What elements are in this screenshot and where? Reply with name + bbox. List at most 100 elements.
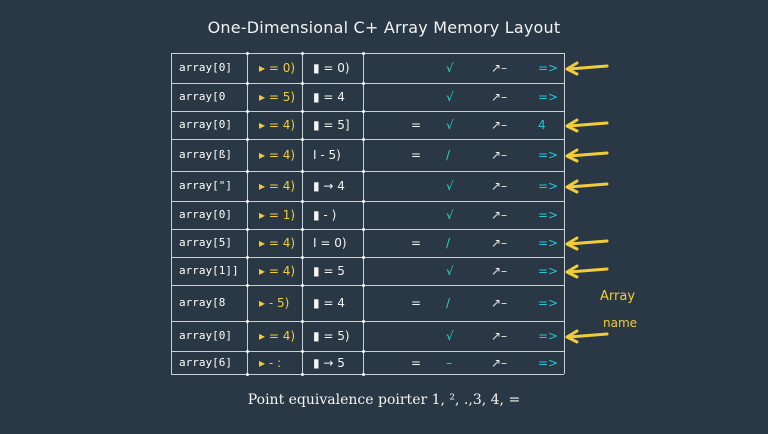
link-arrow: =>: [538, 264, 559, 278]
equals-sign: =: [411, 118, 422, 132]
offset-arrow: ↗–: [491, 264, 508, 278]
column-divider: [564, 53, 565, 374]
pointer-value: ▸ = 4): [259, 148, 296, 162]
grid-joint: [246, 373, 249, 376]
element-label: array[8: [179, 296, 226, 309]
pointer-value: ▸ = 0): [259, 61, 296, 75]
array-label: Array: [600, 289, 636, 304]
link-arrow: =>: [538, 148, 559, 162]
check-mark: √: [446, 329, 454, 343]
offset-arrow: ↗–: [491, 61, 508, 75]
element-label: array[0]: [179, 208, 232, 221]
link-arrow: =>: [538, 208, 559, 222]
pointer-arrow: [565, 61, 609, 76]
grid-joint: [246, 256, 249, 259]
grid-joint: [246, 228, 249, 231]
grid-joint: [362, 52, 365, 55]
offset-arrow: ↗–: [491, 356, 508, 370]
row-divider: [171, 351, 564, 352]
link-arrow: =>: [538, 296, 559, 310]
grid-joint: [301, 200, 304, 203]
grid-joint: [246, 200, 249, 203]
pointer-value: ▸ - :: [259, 356, 282, 370]
grid-joint: [301, 350, 304, 353]
grid-joint: [362, 200, 365, 203]
offset-arrow: ↗–: [491, 148, 508, 162]
element-label: array[5]: [179, 236, 232, 249]
link-arrow: =>: [538, 329, 559, 343]
row-divider: [171, 374, 564, 375]
column-divider: [302, 53, 303, 374]
check-mark: /: [446, 148, 451, 162]
memory-table: array[0]▸ = 0)▮ = 0)√↗–=>array[0▸ = 5)▮ …: [171, 52, 565, 376]
grid-joint: [246, 110, 249, 113]
element-value: I - 5): [313, 148, 341, 162]
grid-joint: [362, 373, 365, 376]
element-value: ▮ = 5]: [313, 118, 350, 132]
offset-arrow: ↗–: [491, 90, 508, 104]
element-label: array[0]: [179, 329, 232, 342]
pointer-arrow: [565, 148, 609, 163]
grid-joint: [301, 320, 304, 323]
grid-joint: [301, 170, 304, 173]
check-mark: √: [446, 90, 454, 104]
row-divider: [171, 229, 564, 230]
element-label: array[1]]: [179, 264, 239, 277]
offset-arrow: ↗–: [491, 118, 508, 132]
grid-joint: [362, 228, 365, 231]
grid-joint: [362, 256, 365, 259]
link-arrow: =>: [538, 61, 559, 75]
column-divider: [171, 53, 172, 374]
check-mark: √: [446, 264, 454, 278]
grid-joint: [362, 170, 365, 173]
check-mark: √: [446, 208, 454, 222]
grid-joint: [301, 82, 304, 85]
grid-joint: [362, 284, 365, 287]
pointer-arrow: [565, 329, 609, 344]
grid-joint: [246, 170, 249, 173]
pointer-value: ▸ = 4): [259, 236, 296, 250]
pointer-value: ▸ = 4): [259, 118, 296, 132]
grid-joint: [301, 110, 304, 113]
link-arrow: =>: [538, 356, 559, 370]
element-value: ▮ = 5: [313, 264, 345, 278]
offset-arrow: ↗–: [491, 208, 508, 222]
equals-sign: =: [411, 148, 422, 162]
grid-joint: [301, 256, 304, 259]
link-arrow: 4: [538, 118, 546, 132]
offset-arrow: ↗–: [491, 296, 508, 310]
grid-joint: [246, 52, 249, 55]
row-divider: [171, 257, 564, 258]
element-value: ▮ - ): [313, 208, 337, 222]
element-value: ▮ = 5): [313, 329, 350, 343]
grid-joint: [301, 284, 304, 287]
element-label: array["]: [179, 179, 232, 192]
grid-joint: [362, 110, 365, 113]
check-mark: /: [446, 236, 451, 250]
row-divider: [171, 321, 564, 322]
element-label: array[0]: [179, 118, 232, 131]
element-label: array[0: [179, 90, 226, 103]
grid-joint: [362, 82, 365, 85]
pointer-value: ▸ = 4): [259, 179, 296, 193]
check-mark: –: [446, 356, 452, 370]
array-label-sub: name: [603, 316, 638, 330]
column-divider: [247, 53, 248, 374]
pointer-arrow: [565, 179, 609, 194]
element-value: ▮ = 4: [313, 296, 345, 310]
equals-sign: =: [411, 356, 422, 370]
diagram-title: One-Dimensional C+ Array Memory Layout: [207, 18, 561, 37]
row-divider: [171, 171, 564, 172]
link-arrow: =>: [538, 236, 559, 250]
grid-joint: [246, 82, 249, 85]
element-label: array[0]: [179, 61, 232, 74]
element-value: ▮ → 4: [313, 179, 345, 193]
pointer-value: ▸ = 4): [259, 329, 296, 343]
pointer-arrow: [565, 118, 609, 133]
equals-sign: =: [411, 236, 422, 250]
element-value: I = 0): [313, 236, 347, 250]
element-label: array[6]: [179, 356, 232, 369]
grid-joint: [301, 52, 304, 55]
grid-joint: [362, 138, 365, 141]
grid-joint: [362, 350, 365, 353]
